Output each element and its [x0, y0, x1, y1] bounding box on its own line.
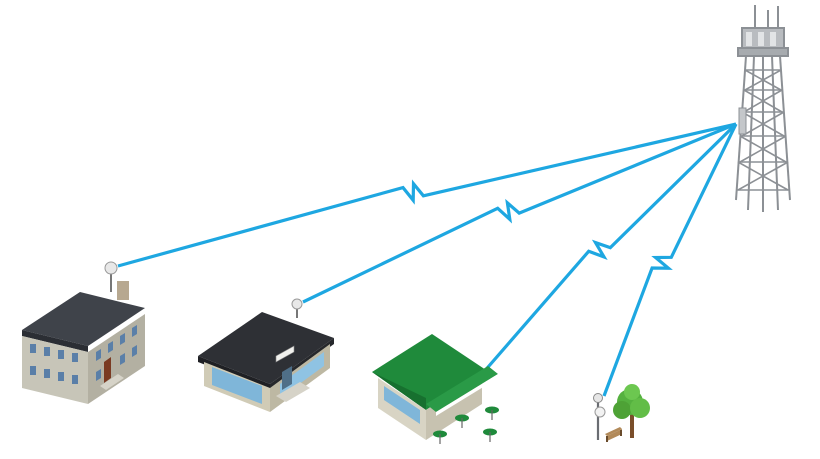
wireless-links — [117, 122, 738, 397]
office-building-icon — [198, 298, 334, 412]
link-tower-house — [117, 122, 737, 268]
bench-icon — [605, 427, 622, 442]
link-tower-office — [302, 122, 737, 304]
link-tower-park — [602, 123, 738, 397]
link-tower-cafe — [480, 122, 738, 376]
cell-tower-icon — [735, 5, 791, 212]
house-icon — [22, 261, 145, 404]
park-lamp-icon — [593, 393, 606, 440]
tree-icon — [613, 384, 650, 438]
cafe-icon — [372, 334, 499, 444]
